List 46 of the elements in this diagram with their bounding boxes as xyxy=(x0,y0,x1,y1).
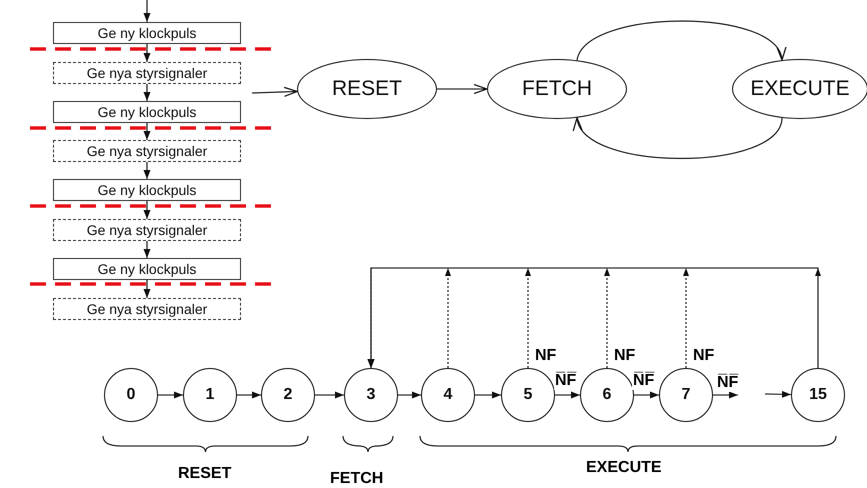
edge-label: N̅F̅ xyxy=(554,372,578,390)
process-box: Ge nya styrsignaler xyxy=(53,298,241,320)
arrow xyxy=(144,84,150,101)
arrow xyxy=(144,123,150,140)
arrow xyxy=(634,392,659,398)
arrow xyxy=(144,162,150,179)
arrow xyxy=(252,86,298,97)
state-ellipse: FETCH xyxy=(487,59,627,119)
arrow xyxy=(398,392,421,398)
state-ellipse: EXECUTE xyxy=(732,59,867,119)
edge-label: N̅F̅ xyxy=(632,372,656,390)
process-box: Ge nya styrsignaler xyxy=(53,219,241,241)
arrow xyxy=(765,390,792,398)
arrow xyxy=(368,267,819,368)
state-circle: 15 xyxy=(791,368,845,422)
state-ellipse: RESET xyxy=(297,59,437,119)
state-circle: 0 xyxy=(104,368,158,422)
state-circle: 5 xyxy=(501,368,555,422)
edge-label: N̅F̅ xyxy=(716,374,740,392)
state-circle: 2 xyxy=(261,368,315,422)
phase-label: FETCH xyxy=(330,470,384,488)
arrow xyxy=(713,392,738,398)
process-box: Ge nya styrsignaler xyxy=(53,62,241,84)
arrow xyxy=(144,44,150,62)
state-circle: 7 xyxy=(659,368,713,422)
process-box: Ge ny klockpuls xyxy=(53,22,241,44)
state-circle: 1 xyxy=(183,368,237,422)
arrow xyxy=(437,84,488,94)
arrow xyxy=(144,0,150,22)
phase-label: EXECUTE xyxy=(586,459,662,477)
arrow xyxy=(315,392,344,398)
state-circle: 4 xyxy=(421,368,475,422)
process-box: Ge nya styrsignaler xyxy=(53,140,241,162)
state-circle: 6 xyxy=(580,368,634,422)
arrow xyxy=(144,280,150,298)
state-circle: 3 xyxy=(344,368,398,422)
arrow xyxy=(237,392,261,398)
arrow xyxy=(158,392,183,398)
arrow xyxy=(475,392,501,398)
process-box: Ge ny klockpuls xyxy=(53,179,241,201)
process-box: Ge ny klockpuls xyxy=(53,101,241,123)
arrow xyxy=(555,392,580,398)
arrow xyxy=(144,241,150,258)
arrow xyxy=(144,201,150,219)
process-box: Ge ny klockpuls xyxy=(53,258,241,280)
phase-label: RESET xyxy=(178,465,232,483)
